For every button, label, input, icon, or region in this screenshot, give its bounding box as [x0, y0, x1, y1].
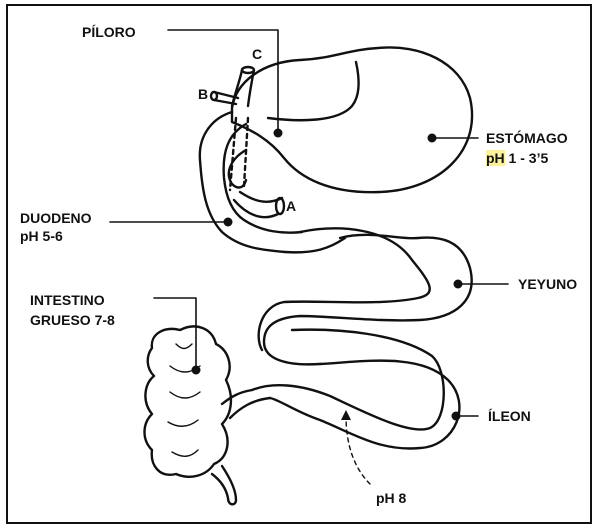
label-yeyuno: YEYUNO	[518, 276, 577, 293]
label-piloro: PÍLORO	[82, 24, 136, 41]
label-estomago: ESTÓMAGO	[486, 130, 568, 147]
label-duct-a: A	[286, 198, 296, 215]
dot-duodeno	[224, 218, 233, 227]
appendix	[212, 466, 236, 504]
label-intestino-line1: INTESTINO	[30, 292, 105, 309]
label-duct-b: B	[198, 86, 208, 103]
duct-a-opening	[276, 198, 284, 214]
ph8-arrowhead	[341, 410, 351, 420]
label-duodeno-ph: pH 5-6	[20, 228, 63, 245]
stomach-outline	[232, 47, 472, 192]
label-ph8: pH 8	[376, 490, 406, 507]
dot-ileon	[452, 412, 461, 421]
jejunum-outline	[264, 235, 472, 365]
label-duct-c: C	[252, 46, 262, 63]
dot-intestino	[192, 366, 201, 375]
label-estomago-ph: pH 1 - 3’5	[486, 150, 548, 167]
ileum-outline	[270, 361, 459, 449]
label-duodeno: DUODENO	[20, 210, 92, 227]
leader-ph8	[346, 416, 370, 484]
stomach-inner-curve	[268, 62, 359, 120]
dot-yeyuno	[454, 280, 463, 289]
duct-c	[232, 70, 254, 106]
dot-estomago	[428, 134, 437, 143]
estomago-ph-value: 1 - 3’5	[505, 150, 549, 166]
large-intestine-outline	[145, 326, 231, 476]
duct-c-opening	[242, 67, 254, 73]
estomago-ph-highlight: pH	[486, 150, 505, 166]
label-intestino-line2: GRUESO 7-8	[30, 312, 115, 329]
duct-a	[234, 192, 282, 217]
duct-b-opening	[211, 92, 217, 100]
dot-piloro	[274, 129, 283, 138]
label-ileon: ÍLEON	[488, 408, 531, 425]
